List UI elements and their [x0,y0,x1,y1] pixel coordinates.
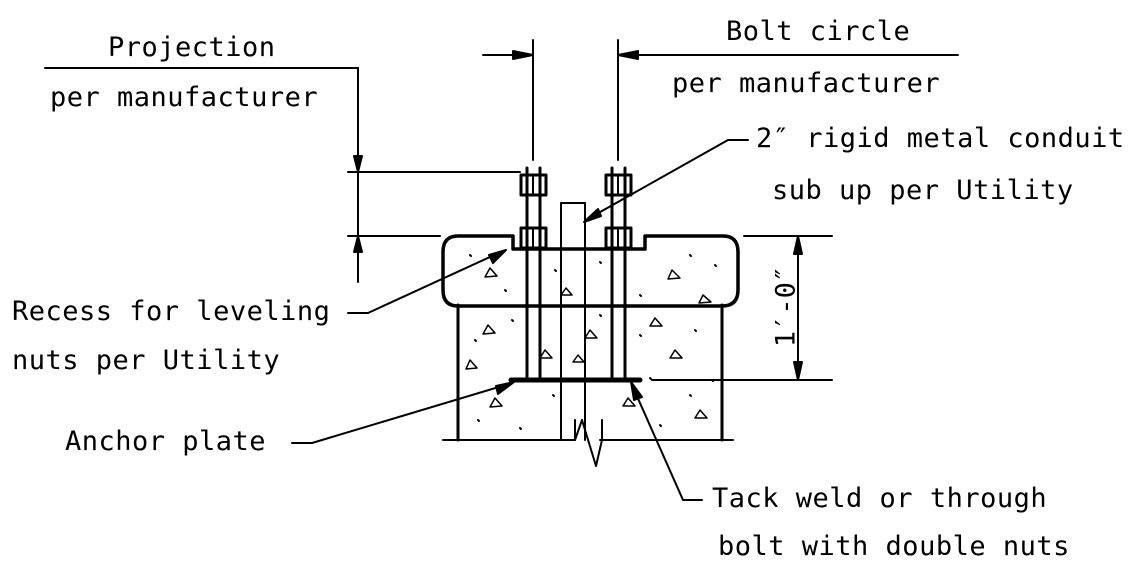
projection-label-line2: per manufacturer [50,82,319,113]
anchor-plate-label: Anchor plate [65,426,267,457]
tack-weld-label-line1: Tack weld or through [712,483,1048,514]
conduit-label-line2: sub up per Utility [772,175,1074,206]
conduit-label-line1: 2″ rigid metal conduit [756,123,1125,154]
projection-dimension [44,67,521,283]
conduit-leader [583,139,749,223]
concrete-texture [465,267,712,419]
anchor-bolt-left [525,166,542,380]
nut-top-right [604,173,633,197]
recess-label-line1: Recess for leveling [12,296,331,327]
height-dimension-label: 1′-0″ [770,265,802,348]
bolt-circle-label-line1: Bolt circle [726,16,911,47]
projection-label-line1: Projection [108,32,276,63]
tack-weld-leader [630,381,703,501]
nut-level-right [604,226,633,250]
foundation-cap [441,234,740,308]
height-dimension-lines [651,235,833,381]
tack-weld-label-line2: bolt with double nuts [718,531,1070,562]
nut-top-left [519,173,548,197]
anchor-bolt-right [610,166,627,380]
concrete-dots [469,254,717,430]
nut-level-left [519,226,548,250]
conduit [560,202,603,467]
recess-leader [347,249,507,314]
bolt-circle-label-line2: per manufacturer [672,68,941,99]
foundation-body [442,303,734,442]
anchor-plate-leader [291,381,515,444]
recess-label-line2: nuts per Utility [12,345,281,376]
bolt-circle-dimension [482,39,959,161]
